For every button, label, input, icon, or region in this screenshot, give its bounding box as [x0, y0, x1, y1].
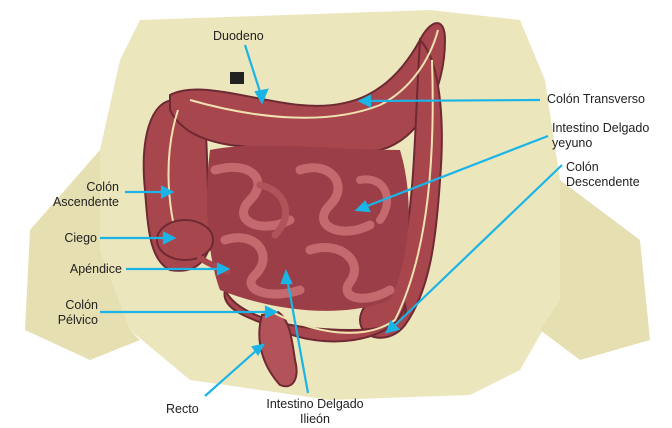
label-apendice: Apéndice	[70, 262, 122, 277]
label-intestino-ileon-line2: Ilieón	[256, 412, 374, 427]
label-colon-ascendente-line2: Ascendente	[53, 195, 119, 210]
label-colon-pelvico-line2: Pélvico	[58, 313, 98, 328]
label-duodeno-text: Duodeno	[213, 29, 264, 44]
label-ciego-text: Ciego	[64, 231, 97, 246]
label-ciego: Ciego	[64, 231, 97, 246]
label-intestino-yeyuno-line2: yeyuno	[552, 136, 649, 151]
label-colon-pelvico: Colón Pélvico	[58, 298, 98, 328]
label-recto-text: Recto	[166, 402, 199, 417]
label-recto: Recto	[166, 402, 199, 417]
label-colon-transverso: Colón Transverso	[547, 92, 645, 107]
leader-colon-transverso	[366, 100, 540, 101]
label-colon-ascendente: Colón Ascendente	[53, 180, 119, 210]
label-intestino-yeyuno-line1: Intestino Delgado	[552, 121, 649, 136]
duodeno-shape	[230, 72, 244, 84]
label-colon-descendente: Colón Descendente	[566, 160, 640, 190]
label-colon-descendente-line2: Descendente	[566, 175, 640, 190]
label-colon-pelvico-line1: Colón	[58, 298, 98, 313]
label-intestino-ileon-line1: Intestino Delgado	[256, 397, 374, 412]
label-colon-descendente-line1: Colón	[566, 160, 640, 175]
label-intestino-ileon: Intestino Delgado Ilieón	[256, 397, 374, 427]
label-colon-transverso-text: Colón Transverso	[547, 92, 645, 107]
label-duodeno: Duodeno	[213, 29, 264, 44]
label-colon-ascendente-line1: Colón	[53, 180, 119, 195]
label-apendice-text: Apéndice	[70, 262, 122, 277]
label-intestino-yeyuno: Intestino Delgado yeyuno	[552, 121, 649, 151]
